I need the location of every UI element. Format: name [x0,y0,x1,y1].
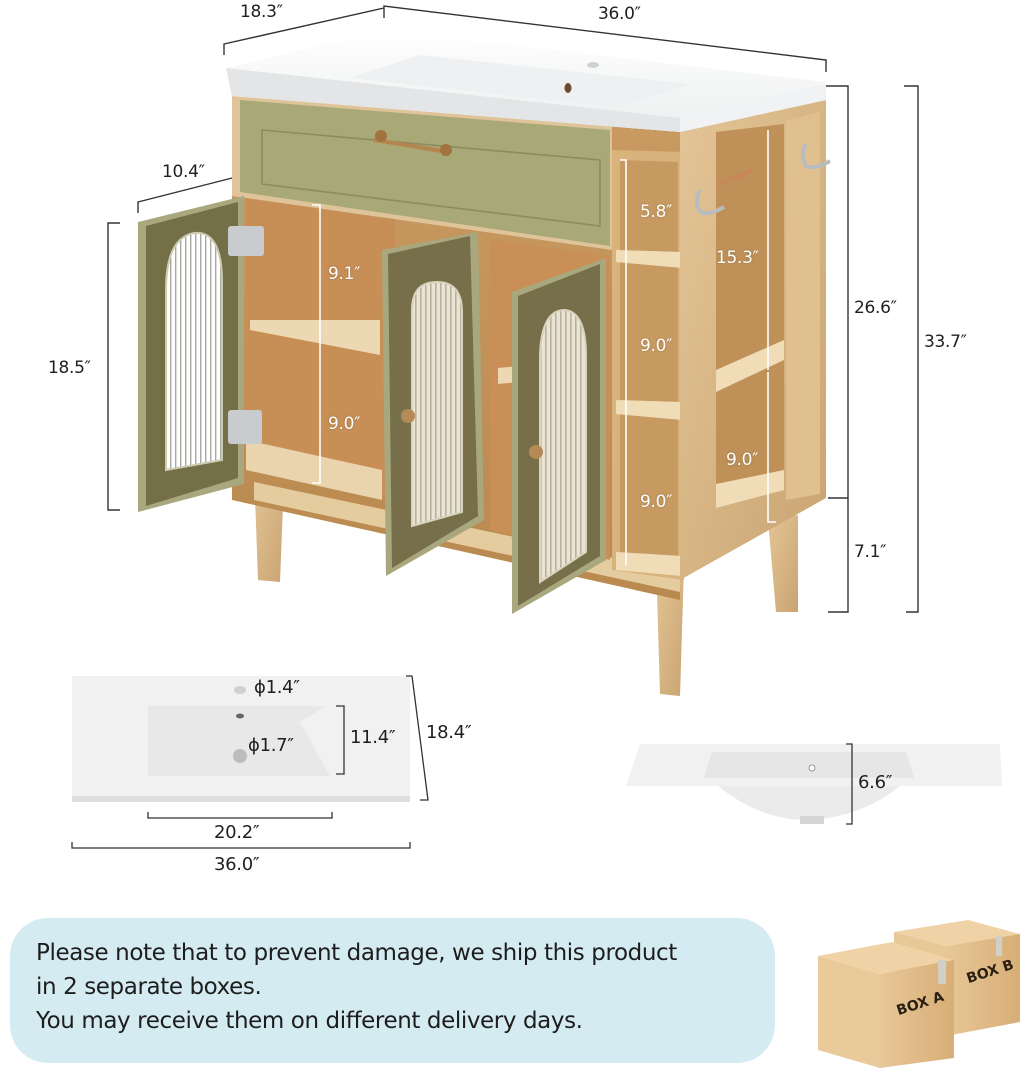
cabinet-height-label: 26.6″ [854,298,897,318]
shipping-note: Please note that to prevent damage, we s… [10,918,775,1063]
top-dimension-lines [107,5,919,613]
side-shelf-middle-label: 9.0″ [640,336,673,356]
cabinet-lower-shelf-label: 9.0″ [328,414,361,434]
hinge-icon [228,410,262,444]
middle-door [382,232,484,576]
hinge-icon [228,226,264,256]
overall-width-label: 36.0″ [214,854,260,875]
shipping-note-line3: You may receive them on different delive… [36,1008,583,1034]
sink-top-view [72,676,410,802]
overflow-hole [564,83,572,93]
shelf [250,320,380,355]
sink-height-label: 6.6″ [858,772,893,793]
faucet-hole [587,62,599,68]
door-knob-icon [529,445,543,459]
drain-hole-label: ϕ1.7″ [248,735,294,756]
towel-bar [717,168,753,187]
faucet-hole-label: ϕ1.4″ [254,677,300,698]
sink-side-view [626,744,1002,824]
shipping-boxes-icon [818,920,1020,1068]
shipping-note-line1: Please note that to prevent damage, we s… [36,940,677,966]
basin-depth-label: 11.4″ [350,727,396,748]
leg-height-label: 7.1″ [854,542,887,562]
door-knob-icon [401,409,415,423]
overall-depth-label: 18.4″ [426,722,472,743]
width-label: 36.0″ [598,4,641,24]
cabinet-upper-shelf-label: 9.1″ [328,264,361,284]
door-height-label: 18.5″ [48,358,91,378]
towel-bay-upper-label: 15.3″ [716,248,759,268]
left-door [138,196,264,512]
side-shelf-bottom-label: 9.0″ [640,492,673,512]
right-door [512,258,606,614]
side-shelf-top-label: 5.8″ [640,202,673,222]
hook-icon [695,188,725,216]
leg [768,515,798,612]
hook-icon [801,142,831,170]
depth-label: 18.3″ [240,2,283,22]
drain-icon [233,749,247,763]
interior-dimension-guides [312,130,776,565]
faucet-hole [234,686,246,694]
basin [350,55,690,108]
door-width-label: 10.4″ [162,162,205,182]
towel-bay-lower-label: 9.0″ [726,450,759,470]
basin-width-label: 20.2″ [214,822,260,843]
total-height-label: 33.7″ [924,332,967,352]
sink-top-dimension-lines [71,675,429,849]
shipping-note-line2: in 2 separate boxes. [36,974,262,1000]
drawer-handle-icon [373,130,452,156]
